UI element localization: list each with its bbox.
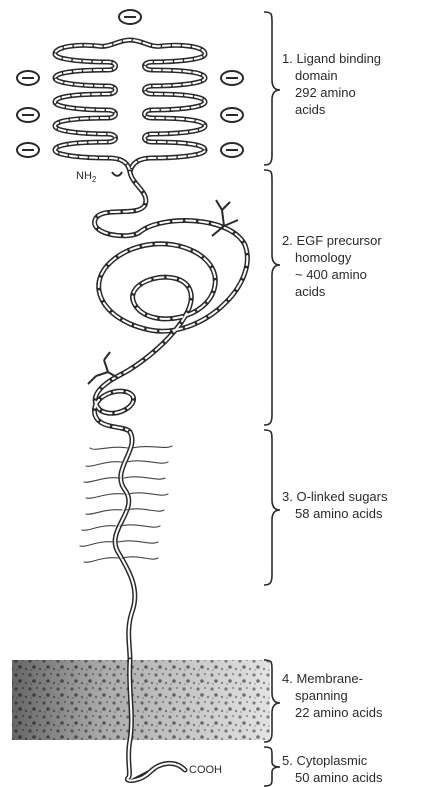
negative-charge-markers: [17, 10, 243, 157]
negative-charge-icon: [221, 143, 243, 157]
domain-4-label: 4. Membrane- spanning 22 amino acids: [282, 670, 382, 721]
domain-label-line: 22 amino acids: [282, 704, 382, 721]
domain-label-line: 3. O-linked sugars: [282, 488, 388, 505]
bracket-domain-2: [264, 170, 280, 425]
egf-precursor-domain: [94, 172, 247, 432]
amino-terminus-label: NH2: [76, 170, 96, 184]
domain-label-line: domain: [282, 67, 381, 84]
ligand-binding-domain: [55, 40, 205, 172]
negative-charge-icon: [221, 71, 243, 85]
domain-label-line: 2. EGF precursor: [282, 232, 382, 249]
bracket-domain-5: [264, 747, 280, 786]
domain-label-line: 5. Cytoplasmic: [282, 752, 382, 769]
domain-3-label: 3. O-linked sugars 58 amino acids: [282, 488, 388, 522]
negative-charge-icon: [17, 71, 39, 85]
cell-membrane: [12, 660, 270, 740]
domain-label-line: 292 amino: [282, 84, 381, 101]
domain-label-line: 50 amino acids: [282, 769, 382, 786]
domain-label-line: 58 amino acids: [282, 505, 388, 522]
negative-charge-icon: [17, 143, 39, 157]
domain-label-line: acids: [282, 283, 382, 300]
bracket-domain-1: [264, 12, 280, 165]
domain-label-line: spanning: [282, 687, 382, 704]
domain-2-label: 2. EGF precursor homology ~ 400 amino ac…: [282, 232, 382, 300]
domain-label-line: homology: [282, 249, 382, 266]
negative-charge-icon: [119, 10, 141, 24]
domain-1-label: 1. Ligand binding domain 292 amino acids: [282, 50, 381, 118]
negative-charge-icon: [17, 108, 39, 122]
domain-label-line: 1. Ligand binding: [282, 50, 381, 67]
carboxyl-terminus-label: COOH: [189, 764, 222, 776]
domain-label-line: 4. Membrane-: [282, 670, 382, 687]
domain-label-line: ~ 400 amino: [282, 266, 382, 283]
negative-charge-icon: [221, 108, 243, 122]
bracket-domain-3: [264, 430, 280, 585]
domain-label-line: acids: [282, 101, 381, 118]
o-linked-sugar-domain: [80, 432, 172, 660]
domain-5-label: 5. Cytoplasmic 50 amino acids: [282, 752, 382, 786]
amino-terminal-tail: [112, 172, 122, 176]
